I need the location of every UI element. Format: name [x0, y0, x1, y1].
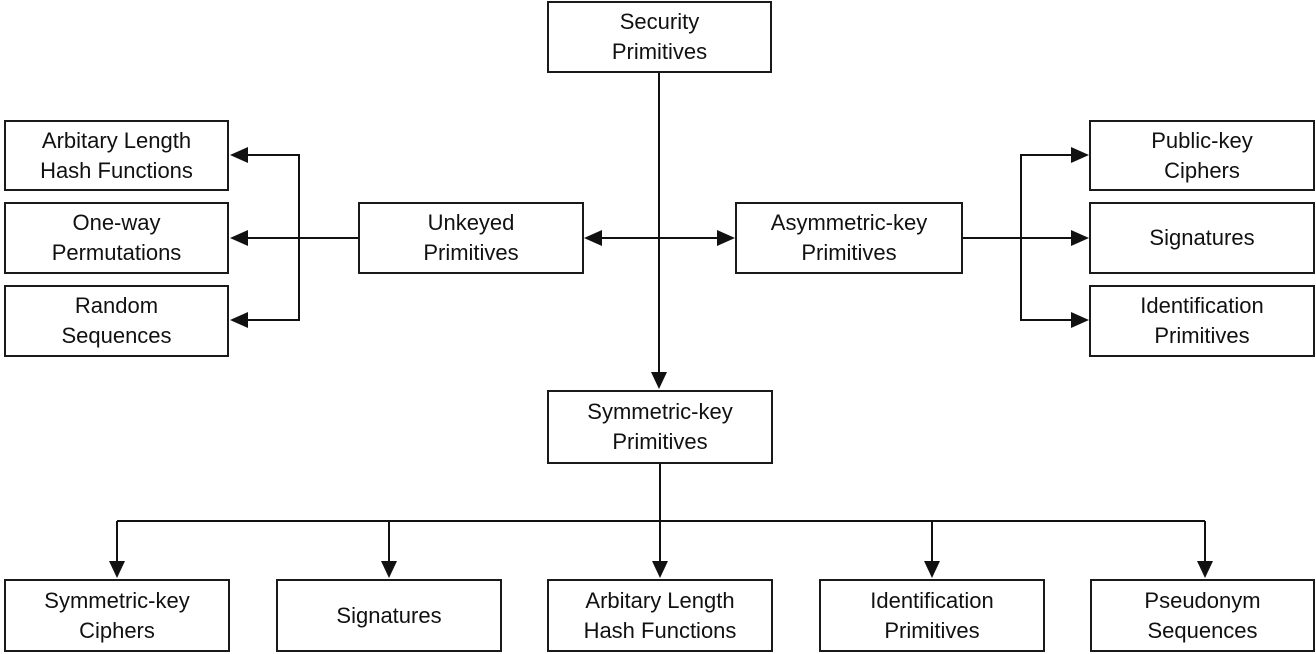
node-symmetric-key-ciphers-label: Symmetric-key Ciphers	[44, 587, 190, 643]
node-symmetric-identification-label: Identification Primitives	[870, 587, 994, 643]
node-symmetric-hash-functions: Arbitary Length Hash Functions	[547, 579, 773, 652]
node-random-sequences: Random Sequences	[4, 285, 229, 357]
arrowhead-random	[230, 312, 248, 328]
node-symmetric-signatures-label: Signatures	[336, 602, 442, 628]
node-unkeyed-hash-functions: Arbitary Length Hash Functions	[4, 120, 229, 191]
node-pseudonym-sequences: Pseudonym Sequences	[1090, 579, 1315, 652]
arrowhead-sym-hash	[652, 561, 668, 578]
node-public-key-ciphers-label: Public-key Ciphers	[1151, 127, 1253, 183]
arrowhead-symmetric	[651, 372, 667, 389]
arrowhead-unkeyed-hash	[230, 147, 248, 163]
node-asymmetric-key-primitives: Asymmetric-key Primitives	[735, 202, 963, 274]
arrowhead-asym-identification	[1071, 312, 1089, 328]
node-one-way-permutations: One-way Permutations	[4, 202, 229, 274]
node-pseudonym-sequences-label: Pseudonym Sequences	[1144, 587, 1261, 643]
arrowhead-asym-signatures	[1071, 230, 1089, 246]
node-asymmetric-key-primitives-label: Asymmetric-key Primitives	[770, 210, 928, 265]
node-symmetric-key-primitives: Symmetric-key Primitives	[547, 390, 773, 464]
node-symmetric-identification: Identification Primitives	[819, 579, 1045, 652]
node-asymmetric-signatures-label: Signatures	[1149, 225, 1255, 250]
node-unkeyed-hash-functions-label: Arbitary Length Hash Functions	[40, 127, 193, 183]
node-public-key-ciphers: Public-key Ciphers	[1089, 120, 1315, 191]
node-security-primitives: Security Primitives	[547, 1, 772, 73]
node-security-primitives-label: Security Primitives	[611, 9, 708, 64]
node-one-way-permutations-label: One-way Permutations	[51, 210, 182, 265]
node-random-sequences-label: Random Sequences	[61, 293, 172, 348]
node-symmetric-hash-functions-label: Arbitary Length Hash Functions	[583, 587, 737, 643]
arrowhead-public-key	[1071, 147, 1089, 163]
arrowhead-sym-signatures	[381, 561, 397, 578]
node-asymmetric-identification: Identification Primitives	[1089, 285, 1315, 357]
connector-asymmetric-bracket	[1020, 154, 1072, 321]
node-symmetric-signatures: Signatures	[276, 579, 502, 652]
node-unkeyed-primitives: Unkeyed Primitives	[358, 202, 584, 274]
arrowhead-sym-identification	[924, 561, 940, 578]
arrowhead-unkeyed	[584, 230, 602, 246]
arrowhead-sym-ciphers	[109, 561, 125, 578]
node-asymmetric-identification-label: Identification Primitives	[1140, 293, 1264, 348]
arrowhead-pseudonym	[1197, 561, 1213, 578]
arrowhead-permutations	[230, 230, 248, 246]
connector-unkeyed-bracket	[246, 154, 300, 321]
node-unkeyed-primitives-label: Unkeyed Primitives	[423, 210, 519, 265]
arrowhead-asymmetric	[717, 230, 735, 246]
node-symmetric-key-primitives-label: Symmetric-key Primitives	[587, 399, 733, 454]
node-symmetric-key-ciphers: Symmetric-key Ciphers	[4, 579, 230, 652]
node-asymmetric-signatures: Signatures	[1089, 202, 1315, 274]
